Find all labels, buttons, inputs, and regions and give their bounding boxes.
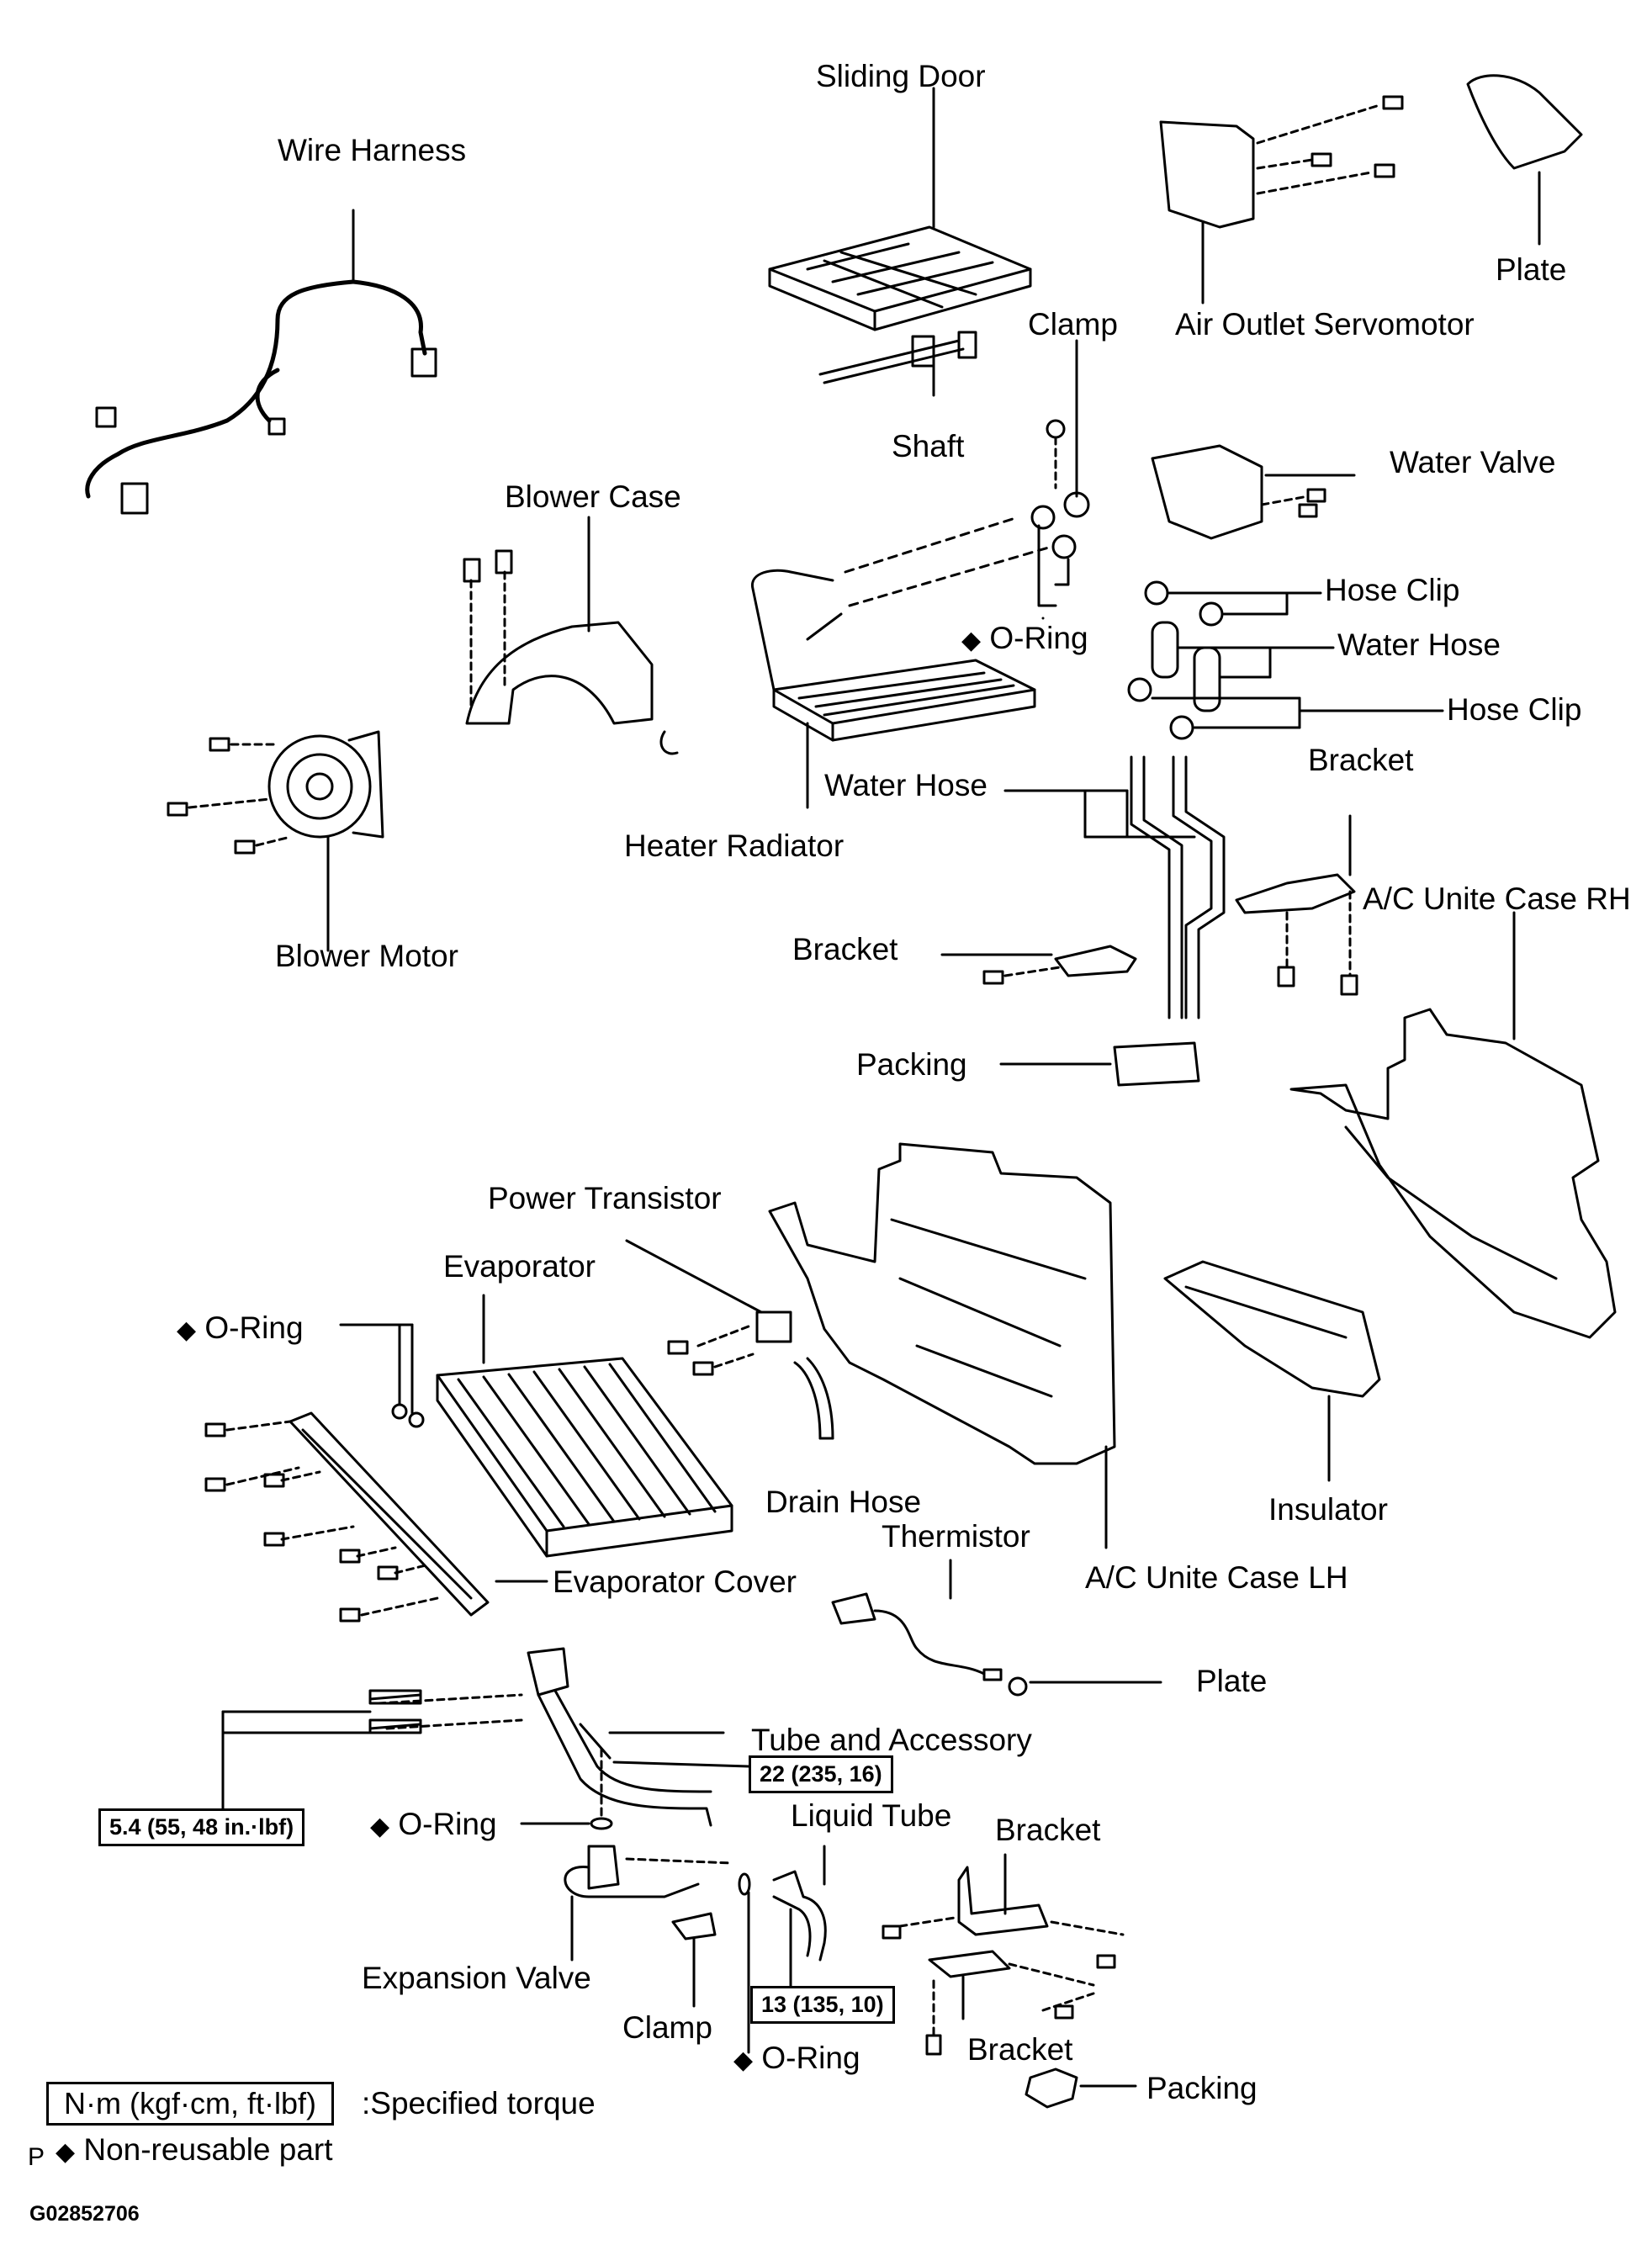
brackets-bottom-part: [882, 1853, 1125, 2056]
label-plate-top: Plate: [1496, 252, 1567, 287]
o-ring-4-text: O-Ring: [761, 2041, 860, 2075]
packing-upper-part: [999, 1041, 1200, 1087]
legend-nonreusable-text: Non-reusable part: [83, 2132, 333, 2167]
nonreusable-diamond-icon: ◆: [733, 2046, 754, 2074]
insulator-part: [1163, 1260, 1381, 1482]
water-hose-lower-part: [1003, 755, 1226, 1019]
plate-bottom-part: [1008, 1676, 1162, 1697]
label-o-ring-1: ◆ O-Ring: [961, 622, 1088, 654]
label-bracket-3: Bracket: [995, 1813, 1101, 1847]
plate-top-part: [1466, 74, 1583, 246]
water-valve-part: [1151, 444, 1356, 540]
o-ring-3-text: O-Ring: [398, 1807, 497, 1841]
label-ac-case-lh: A/C Unite Case LH: [1085, 1560, 1348, 1595]
label-wire-harness: Wire Harness: [278, 133, 467, 167]
label-packing-1: Packing: [856, 1047, 967, 1082]
label-hose-clip-1: Hose Clip: [1325, 573, 1460, 607]
clamp-bottom-part: [671, 1912, 717, 2008]
label-evaporator: Evaporator: [443, 1249, 596, 1284]
o-ring-2-text: O-Ring: [204, 1310, 304, 1345]
torque-13: 13 (135, 10): [750, 1986, 895, 2024]
label-clamp-bottom: Clamp: [622, 2010, 712, 2045]
label-tube-and-accessory: Tube and Accessory: [751, 1723, 1032, 1757]
label-water-hose-2: Water Hose: [824, 768, 987, 802]
ac-case-rh-part: [1289, 911, 1617, 1339]
thermistor-part: [831, 1559, 1003, 1681]
nonreusable-diamond-icon: ◆: [56, 2138, 76, 2166]
nonreusable-diamond-icon: ◆: [177, 1316, 197, 1344]
o-ring-tube-part: [520, 1817, 613, 1830]
label-ac-case-rh: A/C Unite Case RH: [1363, 882, 1631, 916]
label-o-ring-3: ◆ O-Ring: [370, 1808, 497, 1840]
label-bracket-4: Bracket: [967, 2032, 1073, 2067]
packing-bottom-part: [1025, 2067, 1137, 2109]
sliding-door-part: [768, 87, 1032, 331]
legend-nonreusable: ◆ Non-reusable part: [56, 2134, 333, 2165]
liquid-tube-part: [738, 1845, 827, 2054]
legend-torque-desc: :Specified torque: [362, 2086, 596, 2120]
label-sliding-door: Sliding Door: [816, 59, 986, 93]
bracket-upper-left-part: [940, 945, 1137, 985]
nonreusable-diamond-icon: ◆: [961, 627, 982, 654]
label-shaft: Shaft: [892, 429, 965, 463]
nonreusable-diamond-icon: ◆: [370, 1813, 390, 1840]
label-clamp-top: Clamp: [1028, 307, 1118, 341]
label-o-ring-2: ◆ O-Ring: [177, 1312, 304, 1343]
label-packing-2: Packing: [1146, 2071, 1258, 2105]
label-water-valve: Water Valve: [1390, 445, 1556, 479]
drain-hose-part: [793, 1357, 834, 1440]
label-liquid-tube: Liquid Tube: [791, 1798, 952, 1833]
p-mark: P: [28, 2143, 45, 2171]
label-blower-case: Blower Case: [505, 479, 681, 514]
torque-22: 22 (235, 16): [749, 1755, 893, 1793]
label-drain-hose: Drain Hose: [765, 1485, 922, 1519]
blower-motor-part: [167, 730, 384, 952]
ac-case-lh-part: [768, 1142, 1116, 1549]
label-o-ring-4: ◆ O-Ring: [733, 2042, 860, 2073]
power-transistor-part: [625, 1239, 792, 1376]
clamp-top-part: [1046, 339, 1090, 518]
legend-torque-units: N·m (kgf·cm, ft·lbf): [46, 2082, 334, 2126]
label-bracket-1: Bracket: [1308, 743, 1414, 777]
label-water-hose-1: Water Hose: [1337, 627, 1501, 662]
torque-5-4: 5.4 (55, 48 in.·lbf): [98, 1808, 305, 1846]
wire-harness-part: [85, 209, 437, 515]
label-heater-radiator: Heater Radiator: [624, 829, 845, 863]
o-ring-1-text: O-Ring: [989, 621, 1088, 655]
o-ring-evap-part: [339, 1323, 425, 1428]
label-bracket-2: Bracket: [792, 932, 898, 966]
label-air-outlet-servomotor: Air Outlet Servomotor: [1175, 307, 1475, 341]
label-blower-motor: Blower Motor: [275, 939, 458, 973]
shaft-part: [818, 331, 977, 397]
evaporator-part: [436, 1294, 733, 1558]
hose-clips-upper-part: [1127, 580, 1444, 740]
bracket-upper-right-part: [1235, 814, 1358, 996]
servomotor-part: [1159, 95, 1404, 304]
label-power-transistor: Power Transistor: [488, 1181, 722, 1215]
label-hose-clip-2: Hose Clip: [1447, 692, 1582, 727]
heater-radiator-part: [751, 505, 1077, 809]
label-expansion-valve: Expansion Valve: [362, 1961, 591, 1995]
label-thermistor: Thermistor: [882, 1519, 1030, 1554]
blower-case-part: [463, 516, 679, 755]
label-evaporator-cover: Evaporator Cover: [553, 1564, 797, 1599]
label-plate-bottom: Plate: [1196, 1664, 1268, 1698]
evaporator-cover-part: [204, 1411, 548, 1623]
label-insulator: Insulator: [1268, 1492, 1388, 1527]
tube-accessory-part: [221, 1647, 750, 1827]
expansion-valve-part: [564, 1845, 733, 1962]
figure-code: G02852706: [29, 2202, 140, 2226]
